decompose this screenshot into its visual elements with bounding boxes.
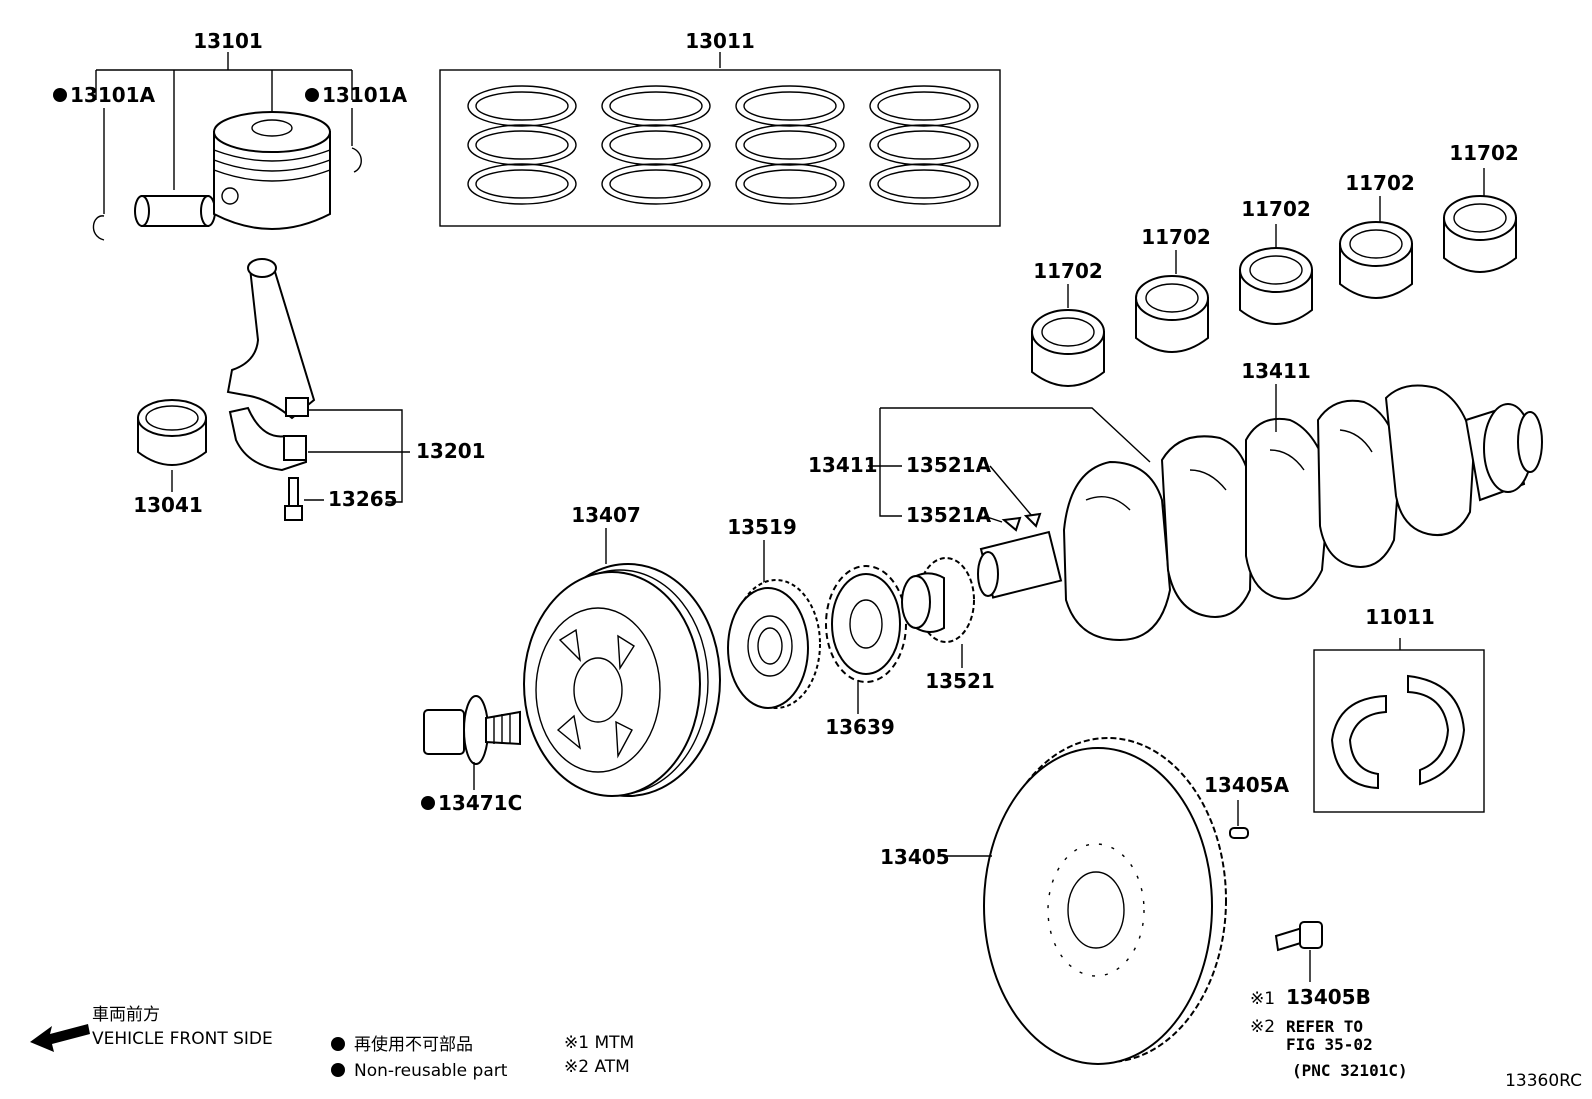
nonreusable-dot — [305, 88, 319, 102]
label-11702-2: 11702 — [1141, 225, 1211, 249]
label-13521: 13521 — [925, 669, 995, 693]
label-13519: 13519 — [727, 515, 797, 539]
legend-front-en: VEHICLE FRONT SIDE — [92, 1029, 273, 1049]
thrust-washer-set[interactable]: 11011 — [1313, 605, 1485, 813]
crankshaft-group: 13411 13411 13521A 13521A — [808, 359, 1543, 642]
label-13407: 13407 — [571, 503, 641, 527]
refer-line-2: FIG 35-02 — [1286, 1035, 1373, 1054]
diagram-id: 13360RC — [1505, 1071, 1582, 1091]
label-13201: 13201 — [416, 439, 486, 463]
refer-line-3: (PNC 32101C) — [1292, 1061, 1408, 1080]
label-11011: 11011 — [1365, 605, 1435, 629]
legend-nonreusable-en: Non-reusable part — [354, 1061, 508, 1081]
nonreusable-dot — [331, 1037, 345, 1051]
label-13521a-top: 13521A — [906, 453, 992, 477]
crank-key[interactable] — [1001, 512, 1042, 532]
piston-pin[interactable] — [134, 195, 216, 227]
main-bearing-1[interactable] — [1031, 309, 1105, 387]
piston-ring-set[interactable]: 13011 — [439, 29, 1001, 227]
oil-pump-sprocket[interactable] — [825, 565, 907, 683]
rod-cap[interactable] — [228, 406, 307, 472]
legend: 車両前方 VEHICLE FRONT SIDE 再使用不可部品 Non-reus… — [30, 1005, 1582, 1091]
gear-group: 13519 13639 13521 — [727, 515, 995, 739]
snap-ring-left[interactable] — [92, 215, 105, 241]
legend-nonreusable-jp: 再使用不可部品 — [354, 1034, 473, 1055]
label-13011: 13011 — [685, 29, 755, 53]
pulley-group: 13407 13471C — [421, 503, 721, 815]
front-arrow-icon — [30, 1024, 90, 1052]
main-bearing-4[interactable] — [1339, 221, 1413, 299]
label-13405: 13405 — [880, 845, 950, 869]
label-11702-4: 11702 — [1345, 171, 1415, 195]
main-bearing-3[interactable] — [1239, 247, 1313, 325]
flywheel-bolt[interactable] — [1274, 921, 1323, 952]
pulley-bolt[interactable] — [423, 695, 521, 765]
nonreusable-dot — [331, 1063, 345, 1077]
label-13101: 13101 — [193, 29, 263, 53]
flywheel-group: 13405 13405A ※1 13405B ※2 REFER TO FIG 3… — [880, 737, 1408, 1080]
label-13101a-left: 13101A — [70, 83, 156, 107]
piston-group: 13101 13101A 13101A — [53, 29, 408, 241]
main-bearing-5[interactable] — [1443, 195, 1517, 273]
label-13521a-bottom: 13521A — [906, 503, 992, 527]
connecting-rod-group: 13201 13265 13041 — [133, 258, 486, 521]
label-13265: 13265 — [328, 487, 398, 511]
flywheel-dowel[interactable] — [1229, 827, 1249, 839]
nonreusable-dot — [421, 796, 435, 810]
ring-set-4[interactable] — [869, 85, 979, 205]
label-13411-top: 13411 — [1241, 359, 1311, 383]
label-13405b: 13405B — [1286, 985, 1371, 1009]
legend-front-jp: 車両前方 — [92, 1005, 160, 1025]
label-13411-left: 13411 — [808, 453, 878, 477]
ring-set-3[interactable] — [735, 85, 845, 205]
label-13041: 13041 — [133, 493, 203, 517]
label-11702-1: 11702 — [1033, 259, 1103, 283]
ring-set-1[interactable] — [467, 85, 577, 205]
label-13639: 13639 — [825, 715, 895, 739]
timing-sprocket[interactable] — [901, 557, 975, 643]
label-13471c: 13471C — [438, 791, 522, 815]
refer-line-1: REFER TO — [1286, 1017, 1363, 1036]
crankshaft[interactable] — [977, 384, 1543, 642]
rod-bolt[interactable] — [284, 477, 303, 521]
balance-shaft-gear[interactable] — [727, 579, 821, 709]
legend-mtm: ※1 MTM — [564, 1033, 634, 1053]
legend-atm: ※2 ATM — [564, 1057, 630, 1077]
main-bearings: 11702 11702 11702 11702 11702 — [1031, 141, 1519, 387]
main-bearing-2[interactable] — [1135, 275, 1209, 353]
piston[interactable] — [213, 111, 331, 230]
connecting-rod[interactable] — [226, 258, 316, 420]
label-11702-3: 11702 — [1241, 197, 1311, 221]
note-mark-1: ※1 — [1250, 989, 1275, 1009]
label-13101a-right: 13101A — [322, 83, 408, 107]
rod-bearing[interactable] — [137, 399, 207, 466]
label-13405a: 13405A — [1204, 773, 1290, 797]
crankshaft-pulley[interactable] — [523, 563, 721, 797]
ring-set-2[interactable] — [601, 85, 711, 205]
nonreusable-dot — [53, 88, 67, 102]
flywheel[interactable] — [983, 737, 1227, 1065]
note-mark-2: ※2 — [1250, 1017, 1275, 1037]
snap-ring-right[interactable] — [351, 147, 362, 173]
label-11702-5: 11702 — [1449, 141, 1519, 165]
